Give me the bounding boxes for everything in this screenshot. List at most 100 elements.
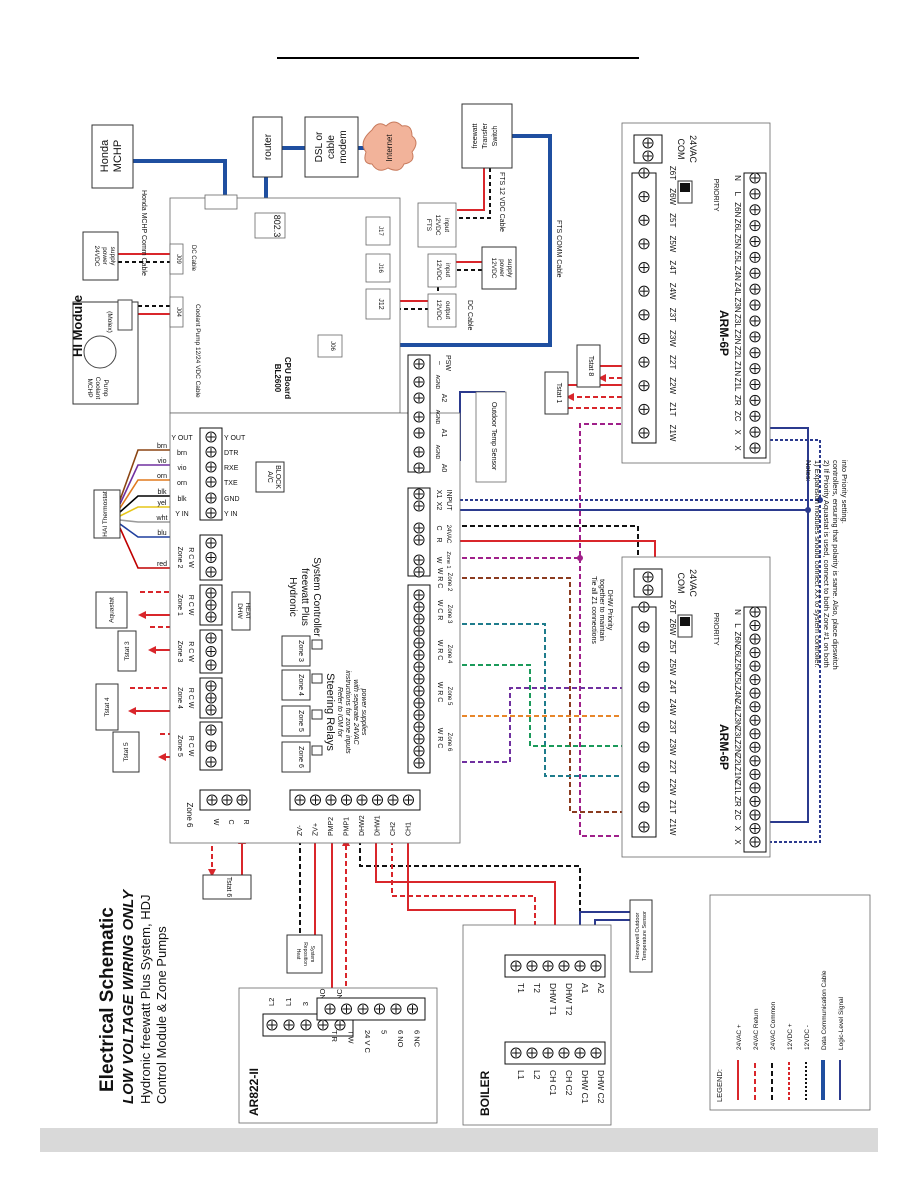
- j17-label: J17: [377, 226, 383, 236]
- heat-label: HEAT: [244, 603, 251, 620]
- product-label-1: Hydronic: [287, 577, 298, 616]
- bottom-screw: [356, 794, 368, 806]
- arm-left-label: Z2T: [668, 760, 677, 774]
- arm-right-screw: [749, 299, 761, 311]
- arm-com-label: COM: [676, 573, 686, 594]
- arm-right-screw: [749, 442, 761, 454]
- com-wire: [430, 525, 639, 572]
- arm-right-label: N: [733, 609, 742, 615]
- bottom-terminal-label: DHW2: [359, 815, 366, 836]
- arm-left-label: Z3T: [668, 308, 677, 322]
- relay-label: Zone 4: [297, 674, 304, 696]
- outdoor-sensor-box: [475, 391, 507, 483]
- out12-connector: [427, 293, 457, 328]
- arm-right-screw: [749, 620, 761, 632]
- thermostat-wire: [119, 519, 170, 523]
- j06-label: J06: [329, 341, 335, 351]
- heat-repo-1: Heat: [295, 949, 301, 960]
- title-main: Electrical Schematic: [97, 907, 118, 1092]
- arm-6p-upper: Z1WZ1TZ2WZ2TZ3WZ3TZ4WZ4TZ5WZ5TZ6WZ6TXXZC…: [621, 122, 771, 464]
- arm-left-screw: [638, 681, 650, 693]
- ar822-screw: [317, 1019, 329, 1031]
- honeywell-label-2: Temperature Sensor: [642, 911, 648, 961]
- relay-box: [281, 669, 311, 701]
- arm-right-label: Z3N: [733, 297, 742, 312]
- arm-left-screw: [638, 661, 650, 673]
- bottom-terminal-label: PMP1: [344, 817, 351, 836]
- analog-screw: [413, 427, 425, 439]
- boiler-screw: [590, 960, 602, 972]
- arm-right-screw: [749, 347, 761, 359]
- agnd-label-2: AGND: [434, 410, 440, 425]
- arm-left-label: Z6W: [668, 188, 677, 205]
- heat-reposition-box: [286, 934, 323, 974]
- zone-terms-label: R C W: [187, 641, 194, 662]
- port-8023: [254, 212, 286, 239]
- tstat-terminal-screw: [205, 461, 217, 473]
- ar822-top-label: L2: [267, 998, 276, 1006]
- bottom-screw: [310, 794, 321, 806]
- internet-label: Internet: [385, 134, 394, 162]
- fts-label-2: Transfer: [482, 122, 489, 148]
- honda-comm-cable-label: Honda MCHP Comm Cable: [140, 190, 147, 276]
- steering-note-3: with separate 24VAC: [352, 679, 359, 745]
- arm-right-screw: [749, 331, 761, 343]
- a1-label: A1: [440, 429, 447, 438]
- relay-switch-icon: [311, 639, 323, 650]
- zone-terminal-screw: [205, 599, 217, 611]
- analog-screw: [413, 392, 425, 404]
- zone6-wire: [430, 687, 630, 763]
- thermostat-wire: [119, 506, 170, 517]
- j12-connector: [365, 288, 391, 320]
- tstat-terminal-screw: [205, 507, 217, 519]
- arm-name-label: ARM-6P: [717, 310, 731, 356]
- coolant-cable-label: Coolant Pump 12/24 VDC Cable: [194, 304, 201, 398]
- relay-box: [281, 705, 311, 737]
- zone-name-label: Zone 5: [176, 735, 183, 757]
- ps12-label-1: 12VDC: [490, 258, 497, 279]
- arm-left-screw: [638, 601, 650, 613]
- notes-heading: Notes:: [804, 460, 813, 482]
- honda-comm-cable: [133, 159, 227, 198]
- zone-screw: [413, 745, 425, 757]
- thermostat-wire-label: blk: [158, 489, 167, 496]
- tstat-terminal-label-right: Y IN: [224, 511, 238, 518]
- ar822-label: AR822-II: [247, 1068, 261, 1116]
- fts-input-label-1: FTS: [425, 219, 432, 232]
- arm-right-screw: [749, 687, 761, 699]
- bottom-terminal-label: CH1: [406, 822, 413, 836]
- ac-block: [255, 461, 285, 493]
- ps12-label-2: power: [498, 259, 505, 278]
- internet-cloud-icon: [362, 121, 417, 171]
- ac-block-label-1: A/C: [266, 471, 273, 483]
- arm-right-screw: [749, 822, 761, 834]
- ar822-right-label: 24 V C: [363, 1030, 372, 1054]
- arm-name-label: ARM-6P: [717, 724, 731, 770]
- zone-screw: [413, 685, 425, 697]
- zone-screw: [413, 649, 425, 661]
- zone-terminal-screw: [205, 692, 217, 704]
- j17-connector: [365, 216, 391, 246]
- ps24-box: [82, 231, 119, 281]
- arm-right-screw: [749, 741, 761, 753]
- fts-label-1: freewatt: [472, 123, 479, 148]
- tstat1-box: [544, 371, 569, 415]
- bottom-terminal-label: DHW1: [375, 815, 382, 836]
- zone-terminal-screw: [205, 552, 217, 563]
- arm-right-screw: [749, 410, 761, 422]
- right-zone-terms: W R C: [436, 640, 443, 661]
- steering-label: Steering Relays: [324, 673, 336, 751]
- ps12-label-3: supply: [506, 259, 513, 279]
- zone1-priority-wire-2: [579, 558, 630, 837]
- tstat6-label: Tstat 6: [225, 877, 232, 898]
- tstat-terminal-label-left: Y IN: [175, 511, 189, 518]
- legend-item-label: Logic-Level Signal: [838, 996, 845, 1050]
- zone-screw: [413, 589, 425, 601]
- ar822-screw: [357, 1003, 369, 1015]
- bottom-screw: [294, 794, 306, 806]
- input-screw: [413, 554, 425, 566]
